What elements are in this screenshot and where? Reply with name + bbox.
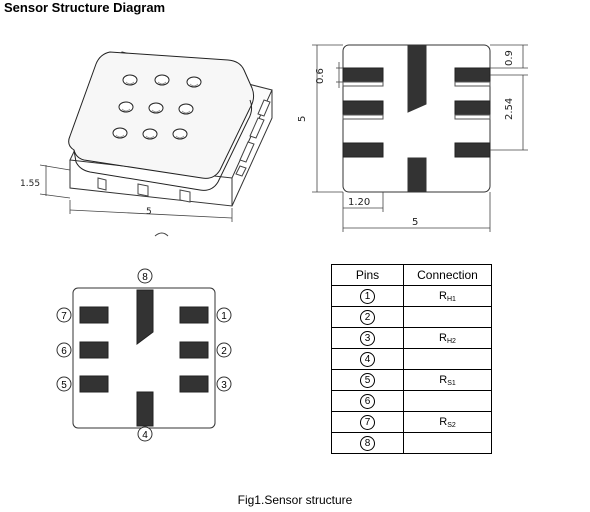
pad-1 xyxy=(179,306,209,324)
center-bottom-pad xyxy=(407,157,427,192)
pin-6-marker xyxy=(56,342,72,358)
table-row: 1 RH1 xyxy=(331,285,492,307)
pad-width-dimension: 0.6 xyxy=(315,68,326,84)
pin-6-label: 6 xyxy=(61,346,67,357)
pin-connection-table: Pins Connection 1 RH1 2 3 RH2 4 5 RS1 6 xyxy=(331,264,492,454)
pin-number: 6 xyxy=(360,394,375,409)
pin-number: 4 xyxy=(360,352,375,367)
dimension-view: 0.6 0.9 2.54 5 1.20 5 xyxy=(297,44,528,232)
table-row: 8 xyxy=(331,432,492,454)
connection-cell: RH2 xyxy=(403,327,492,349)
right-pads xyxy=(454,67,491,158)
center-top-pad xyxy=(407,45,427,113)
pad-6 xyxy=(79,341,109,359)
pin-8-marker xyxy=(137,268,153,284)
pad-pitch-dimension: 2.54 xyxy=(504,98,515,120)
header-connection: Connection xyxy=(403,264,492,286)
pad-3 xyxy=(179,375,209,393)
pin-number: 1 xyxy=(360,289,375,304)
pad-length-dimension: 1.20 xyxy=(348,197,370,208)
package-width-dimension: 5 xyxy=(412,217,418,228)
connection-cell xyxy=(403,348,492,370)
iso-front-pads xyxy=(97,177,191,203)
pin-7-label: 7 xyxy=(61,311,67,322)
connection-cell: RS2 xyxy=(403,411,492,433)
connection-cell xyxy=(403,306,492,328)
left-pads xyxy=(342,67,384,158)
pin-number: 8 xyxy=(360,436,375,451)
pin-4-marker xyxy=(137,426,153,442)
pin-number: 5 xyxy=(360,373,375,388)
table-row: 7 RS2 xyxy=(331,411,492,433)
iso-height-dimension: 1.55 xyxy=(20,179,40,189)
pin-1-marker xyxy=(216,307,232,323)
connection-cell: RS1 xyxy=(403,369,492,391)
pad-8 xyxy=(136,289,154,345)
table-row: 4 xyxy=(331,348,492,370)
connection-cell xyxy=(403,390,492,412)
table-row: 5 RS1 xyxy=(331,369,492,391)
pin-4-label: 4 xyxy=(142,430,148,441)
page-title: Sensor Structure Diagram xyxy=(4,0,166,15)
pad-2 xyxy=(179,341,209,359)
isometric-sensor-view: 1.55 5 xyxy=(20,51,273,237)
pin-3-label: 3 xyxy=(221,380,227,391)
pin-3-marker xyxy=(216,376,232,392)
table-row: 2 xyxy=(331,306,492,328)
iso-width-dimension: 5 xyxy=(146,207,152,217)
pad-7 xyxy=(79,306,109,324)
table-row: 3 RH2 xyxy=(331,327,492,349)
pinout-view: 1 2 3 4 5 6 7 8 xyxy=(56,268,232,442)
package-height-dimension: 5 xyxy=(297,116,308,122)
connection-cell: RH1 xyxy=(403,285,492,307)
iso-side-pads xyxy=(235,99,271,177)
connection-cell xyxy=(403,432,492,454)
top-gap-dimension: 0.9 xyxy=(504,50,515,66)
pin-1-label: 1 xyxy=(221,311,227,322)
pin-number: 3 xyxy=(360,331,375,346)
pin-7-marker xyxy=(56,307,72,323)
pin-8-label: 8 xyxy=(142,272,148,283)
pad-5 xyxy=(79,375,109,393)
iso-cap-top xyxy=(68,51,255,179)
header-pins: Pins xyxy=(331,264,404,286)
pad-4 xyxy=(136,391,154,427)
pin-5-label: 5 xyxy=(61,380,67,391)
pin-number: 2 xyxy=(360,310,375,325)
pin-5-marker xyxy=(56,376,72,392)
table-row: 6 xyxy=(331,390,492,412)
pin-2-marker xyxy=(216,342,232,358)
figure-caption: Fig1.Sensor structure xyxy=(237,493,353,507)
pin-2-label: 2 xyxy=(221,346,227,357)
pin-number: 7 xyxy=(360,415,375,430)
